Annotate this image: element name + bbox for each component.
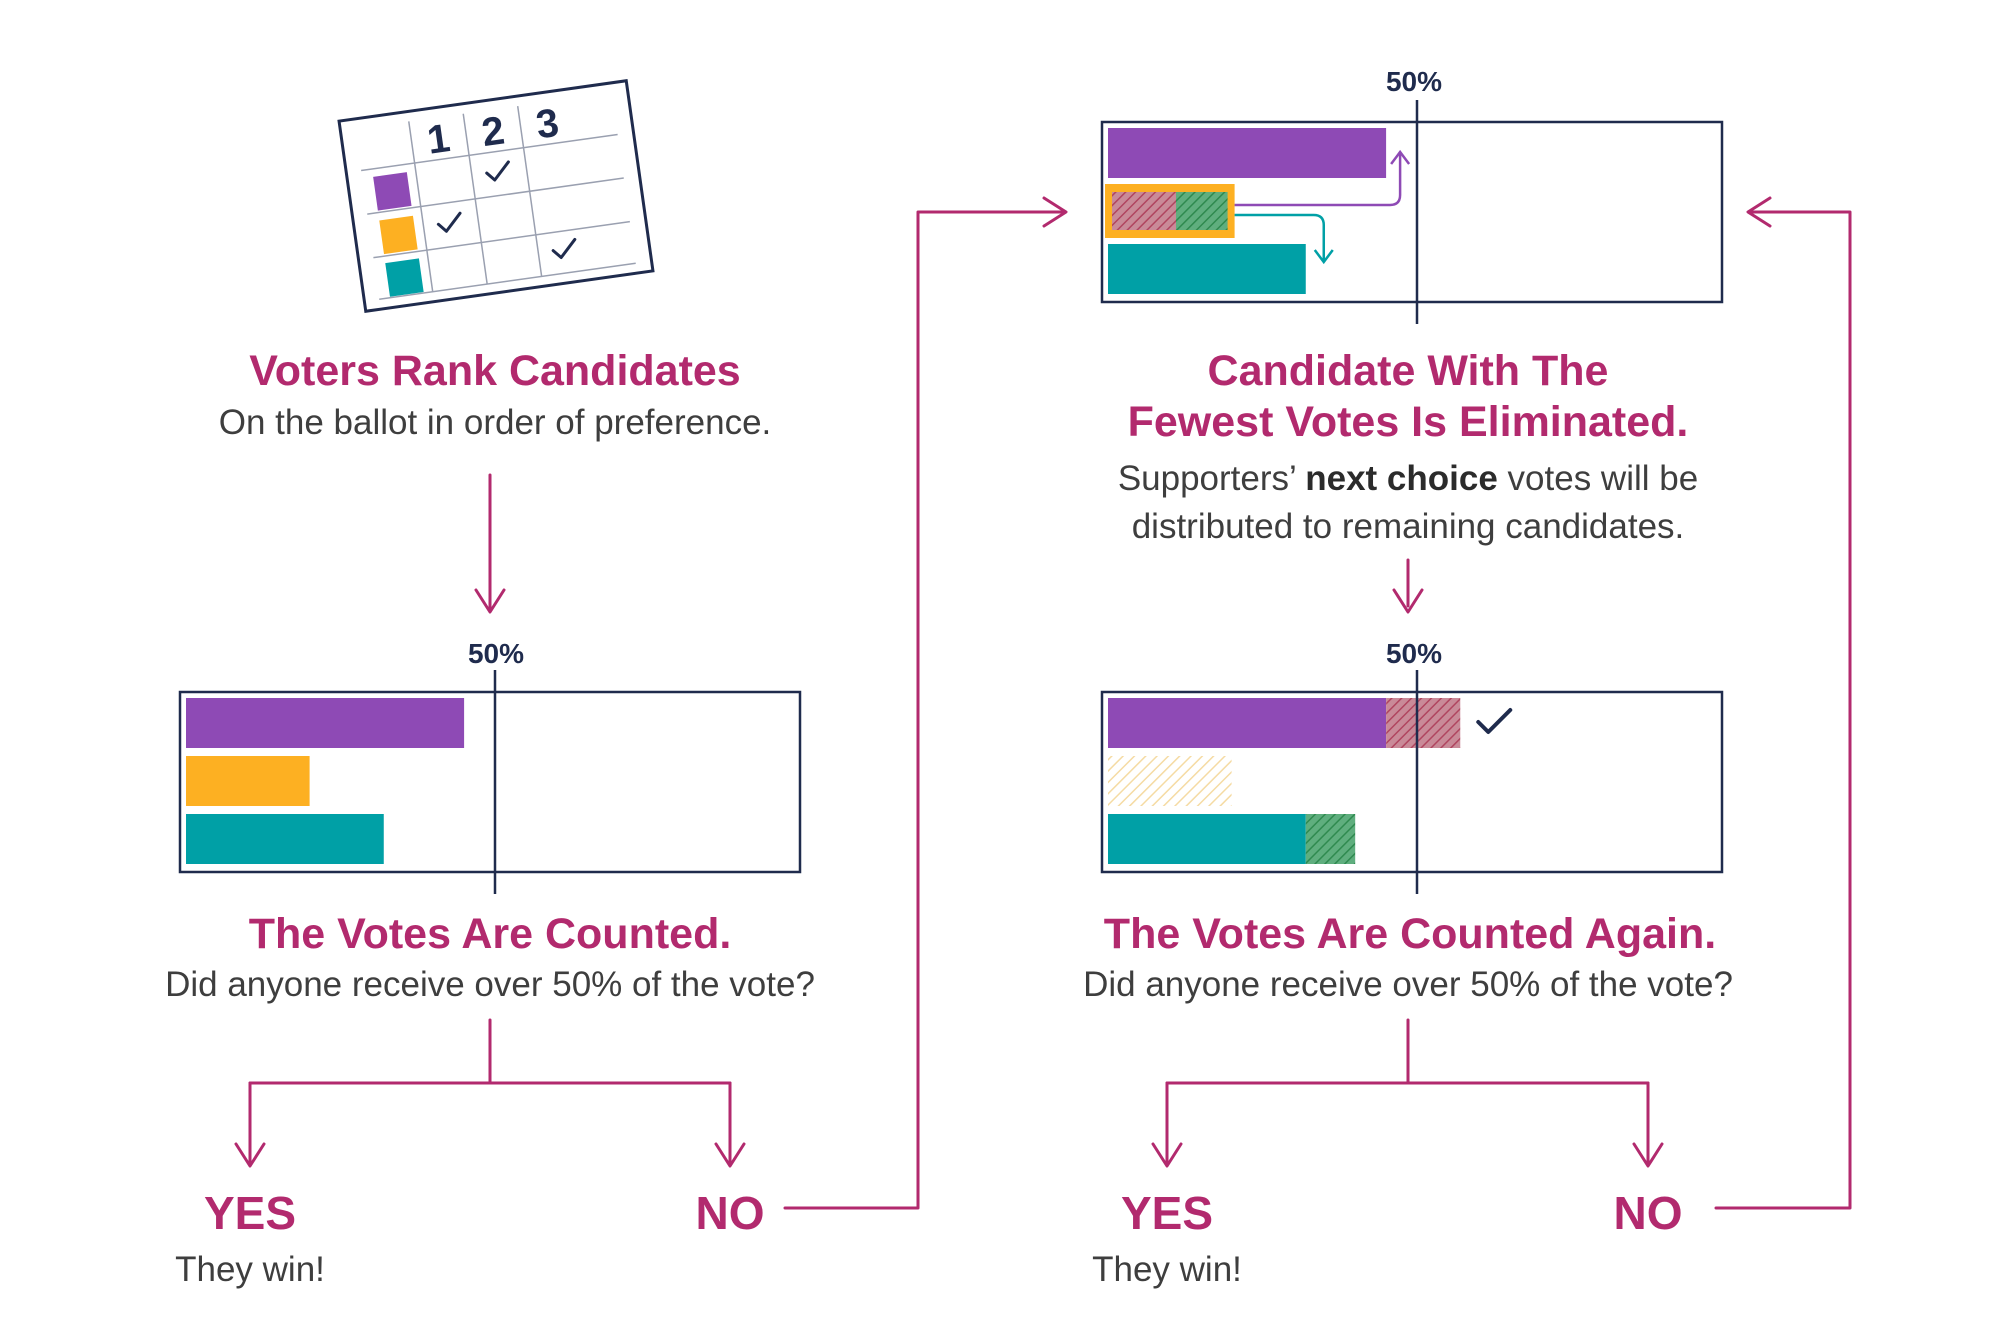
redistribute-arrow-purple <box>1234 154 1402 207</box>
step1-subtitle: On the ballot in order of preference. <box>218 403 772 442</box>
step3-subtitle-line1: Supporters’ next choice votes will be <box>1117 459 1699 498</box>
bar-orange-eliminated <box>1108 756 1232 806</box>
winner-check-icon <box>1476 708 1513 734</box>
loop-arrow-1 <box>783 196 1068 1210</box>
yes-label-2: YES <box>1120 1187 1214 1239</box>
branch-connector-2 <box>1151 1018 1664 1168</box>
ballot-check-icon <box>485 160 510 182</box>
next-choice-emphasis: next choice <box>1305 459 1498 498</box>
bar-split-to-purple <box>1112 192 1176 230</box>
ballot-check-icon <box>436 211 462 233</box>
bar-teal <box>1108 814 1306 864</box>
step3-subtitle-line2: distributed to remaining candidates. <box>1131 507 1685 546</box>
bar-teal <box>1108 244 1306 294</box>
step4-title: The Votes Are Counted Again. <box>1103 910 1717 958</box>
ballot-teal-swatch <box>385 258 424 297</box>
bar-purple-added <box>1386 698 1461 748</box>
no-label-2: NO <box>1613 1187 1683 1239</box>
step2-subtitle: Did anyone receive over 50% of the vote? <box>165 965 815 1004</box>
bar-orange <box>186 756 310 806</box>
step4-subtitle: Did anyone receive over 50% of the vote? <box>1083 965 1733 1004</box>
branch-connector-1 <box>234 1018 746 1168</box>
step3-title-line2: Fewest Votes Is Eliminated. <box>1127 398 1689 446</box>
threshold-label-1: 50% <box>467 638 525 669</box>
ballot-orange-swatch <box>379 215 418 255</box>
chart-first-count <box>178 670 802 894</box>
yes-result-2: They win! <box>1092 1250 1242 1289</box>
ballot-icon: 1 2 3 <box>337 79 655 313</box>
step1-title: Voters Rank Candidates <box>249 347 741 395</box>
down-arrow-2 <box>1392 558 1424 614</box>
step3-title-line1: Candidate With The <box>1207 347 1609 395</box>
bar-teal-added <box>1305 814 1356 864</box>
bar-split-to-teal <box>1175 192 1228 230</box>
bar-teal <box>186 814 384 864</box>
yes-label-1: YES <box>203 1187 297 1239</box>
down-arrow-1 <box>474 473 506 614</box>
chart-elimination <box>1100 100 1724 324</box>
no-label-1: NO <box>695 1187 765 1239</box>
loop-arrow-2 <box>1714 196 1852 1210</box>
threshold-label-2: 50% <box>1385 66 1443 97</box>
yes-result-1: They win! <box>175 1250 325 1289</box>
arrowhead-teal-icon <box>1313 249 1334 265</box>
step2-title: The Votes Are Counted. <box>248 910 732 958</box>
ballot-check-icon <box>551 237 577 260</box>
ballot-purple-swatch <box>373 172 412 211</box>
arrowhead-purple-icon <box>1390 149 1411 165</box>
bar-purple <box>186 698 465 748</box>
chart-recount <box>1100 670 1724 894</box>
redistribute-arrow-teal <box>1234 213 1326 260</box>
threshold-label-3: 50% <box>1385 638 1443 669</box>
bar-purple <box>1108 698 1387 748</box>
bar-purple <box>1108 128 1387 178</box>
